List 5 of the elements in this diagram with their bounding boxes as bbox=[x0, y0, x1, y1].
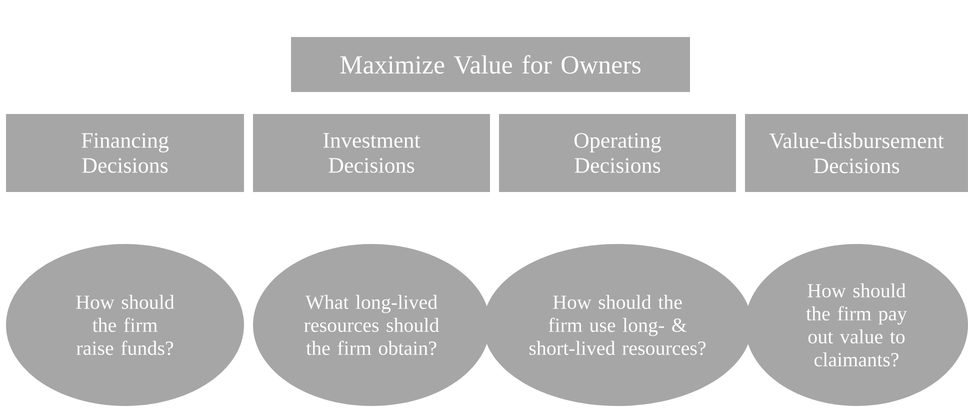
title-box: Maximize Value for Owners bbox=[291, 37, 690, 92]
decision-box: Operating Decisions bbox=[499, 114, 736, 192]
decision-box: Value-disbursement Decisions bbox=[745, 114, 968, 192]
decision-box: Investment Decisions bbox=[253, 114, 490, 192]
decision-box: Financing Decisions bbox=[6, 114, 244, 192]
